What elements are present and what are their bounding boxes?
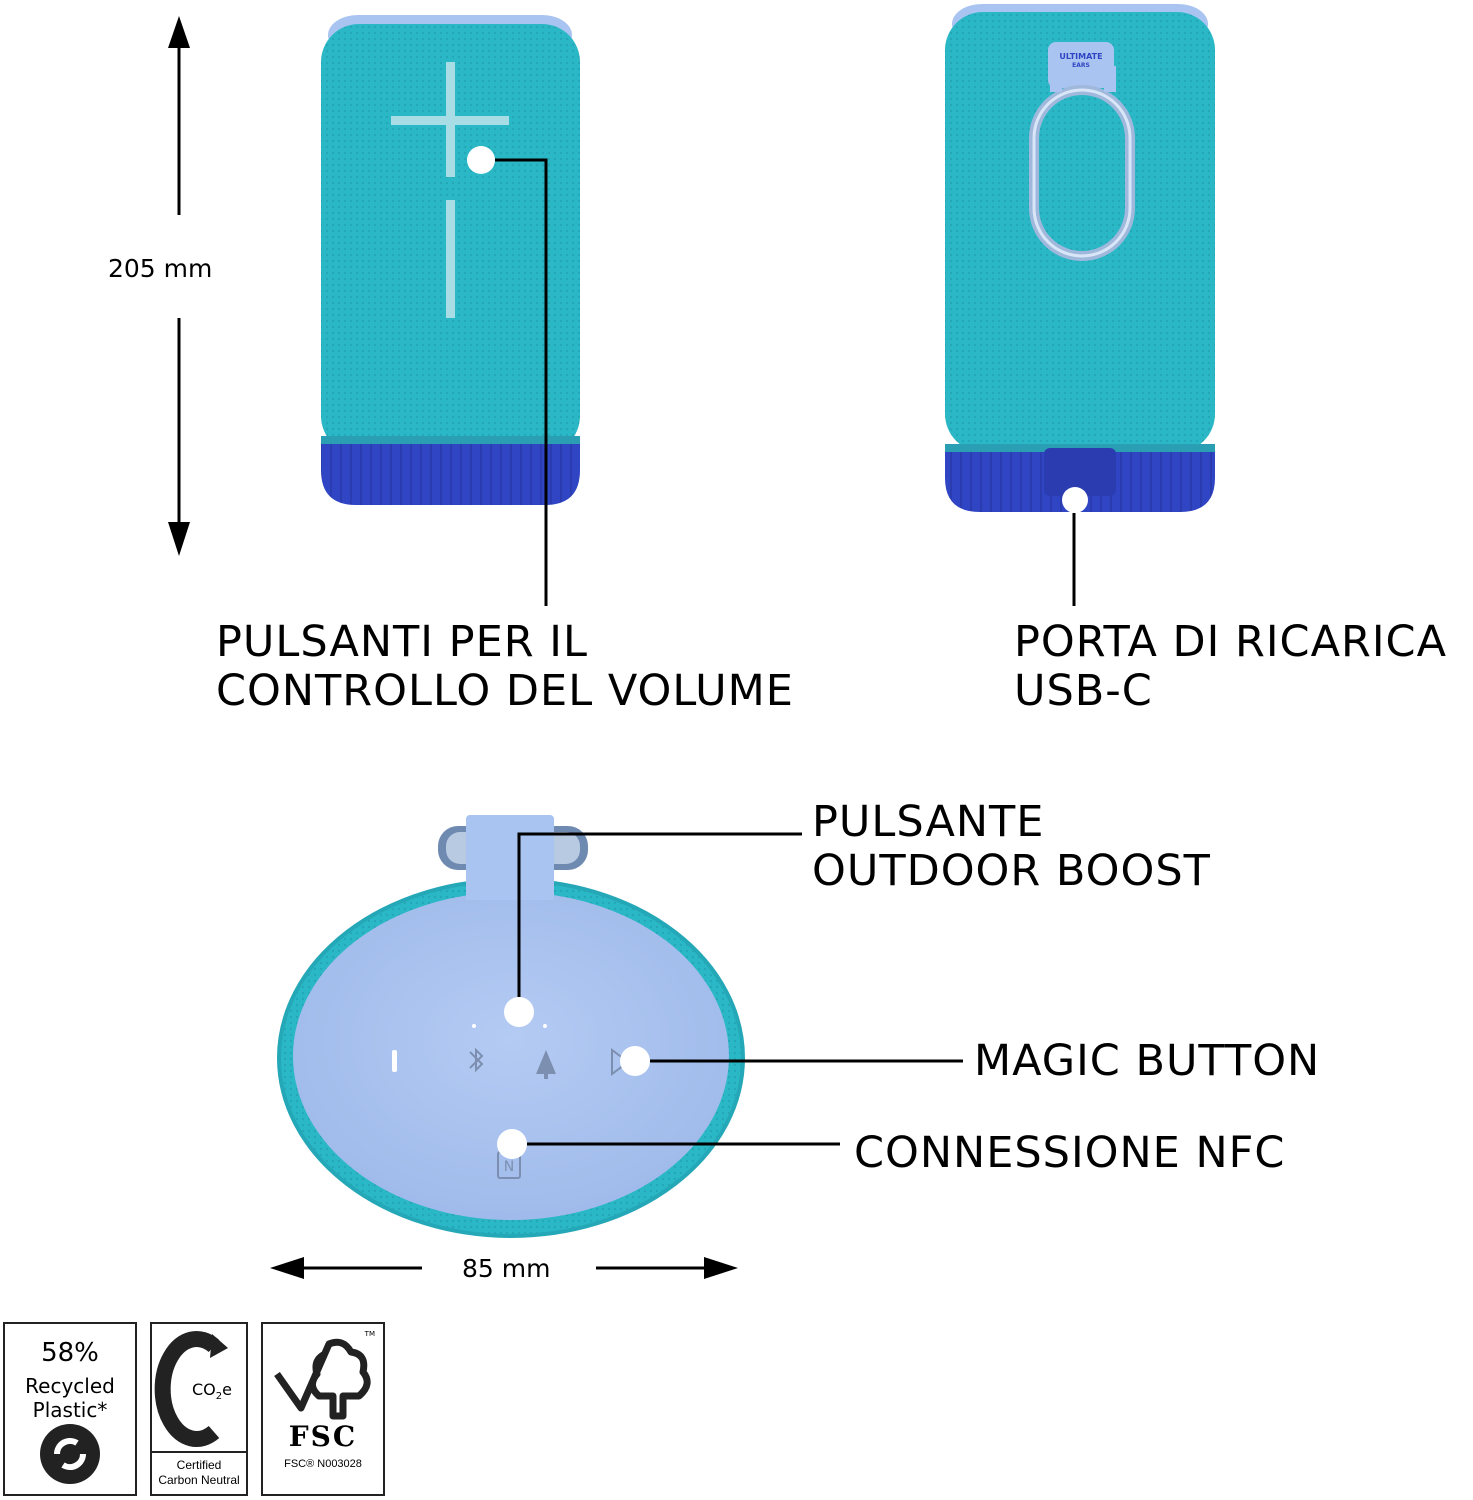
usb-callout: PORTA DI RICARICA USB-C bbox=[1014, 618, 1447, 716]
power-icon bbox=[392, 1050, 397, 1072]
play-icon bbox=[611, 1048, 630, 1076]
speaker-back bbox=[945, 4, 1215, 512]
outdoor-tree-icon bbox=[536, 1050, 556, 1079]
volume-callout-line1: PULSANTI PER IL bbox=[216, 617, 588, 667]
recycled-line1: Recycled bbox=[25, 1374, 115, 1398]
svg-text:N: N bbox=[504, 1159, 514, 1175]
nfc-leader-line bbox=[497, 1129, 840, 1159]
width-arrow bbox=[270, 1257, 738, 1279]
height-label: 205 mm bbox=[108, 254, 213, 283]
fsc-code: FSC® N003028 bbox=[284, 1458, 362, 1470]
speaker-front bbox=[321, 15, 580, 505]
width-label: 85 mm bbox=[462, 1254, 551, 1283]
volume-plus-icon bbox=[391, 62, 509, 177]
fsc-tree-logo bbox=[274, 1338, 371, 1420]
boost-callout-line1: PULSANTE bbox=[812, 797, 1045, 847]
height-arrow bbox=[168, 16, 190, 556]
bluetooth-icon bbox=[469, 1047, 484, 1073]
carbon-line2: Carbon Neutral bbox=[158, 1473, 240, 1487]
brand-logo: ULTIMATE EARS bbox=[1050, 52, 1112, 70]
recycled-line2: Plastic* bbox=[32, 1398, 108, 1422]
nfc-callout: CONNESSIONE NFC bbox=[854, 1128, 1286, 1178]
speaker-top: N bbox=[277, 815, 745, 1238]
carbon-line1: Certified bbox=[176, 1458, 222, 1472]
carbon-neutral-badge: CO2e Certified Carbon Neutral bbox=[150, 1322, 248, 1496]
carbon-c-icon bbox=[152, 1331, 246, 1453]
volume-callout: PULSANTI PER IL CONTROLLO DEL VOLUME bbox=[216, 618, 794, 716]
recycled-percent: 58% bbox=[41, 1338, 99, 1368]
recycled-plastic-badge: 58% Recycled Plastic* bbox=[3, 1322, 137, 1496]
co2e-label: CO2e bbox=[192, 1380, 232, 1403]
boost-callout: PULSANTE OUTDOOR BOOST bbox=[812, 798, 1211, 896]
magic-callout: MAGIC BUTTON bbox=[974, 1036, 1321, 1086]
volume-leader-line bbox=[467, 146, 548, 606]
strap-loop bbox=[1029, 42, 1135, 261]
usb-callout-line2: USB-C bbox=[1014, 666, 1153, 716]
recycle-icon bbox=[40, 1424, 100, 1484]
usb-leader-line bbox=[1062, 487, 1088, 606]
boost-leader-line bbox=[504, 832, 802, 1027]
magic-leader-line bbox=[620, 1046, 963, 1076]
boost-callout-line2: OUTDOOR BOOST bbox=[812, 846, 1211, 896]
fsc-badge: TM FSC FSC® N003028 bbox=[261, 1322, 385, 1496]
fsc-name: FSC bbox=[288, 1420, 358, 1453]
volume-callout-line2: CONTROLLO DEL VOLUME bbox=[216, 666, 794, 716]
brand-line1: ULTIMATE bbox=[1059, 52, 1103, 61]
volume-minus-icon bbox=[446, 200, 455, 318]
brand-line2: EARS bbox=[1072, 62, 1090, 69]
usb-callout-line1: PORTA DI RICARICA bbox=[1014, 617, 1447, 667]
fsc-tm: TM bbox=[364, 1330, 375, 1338]
